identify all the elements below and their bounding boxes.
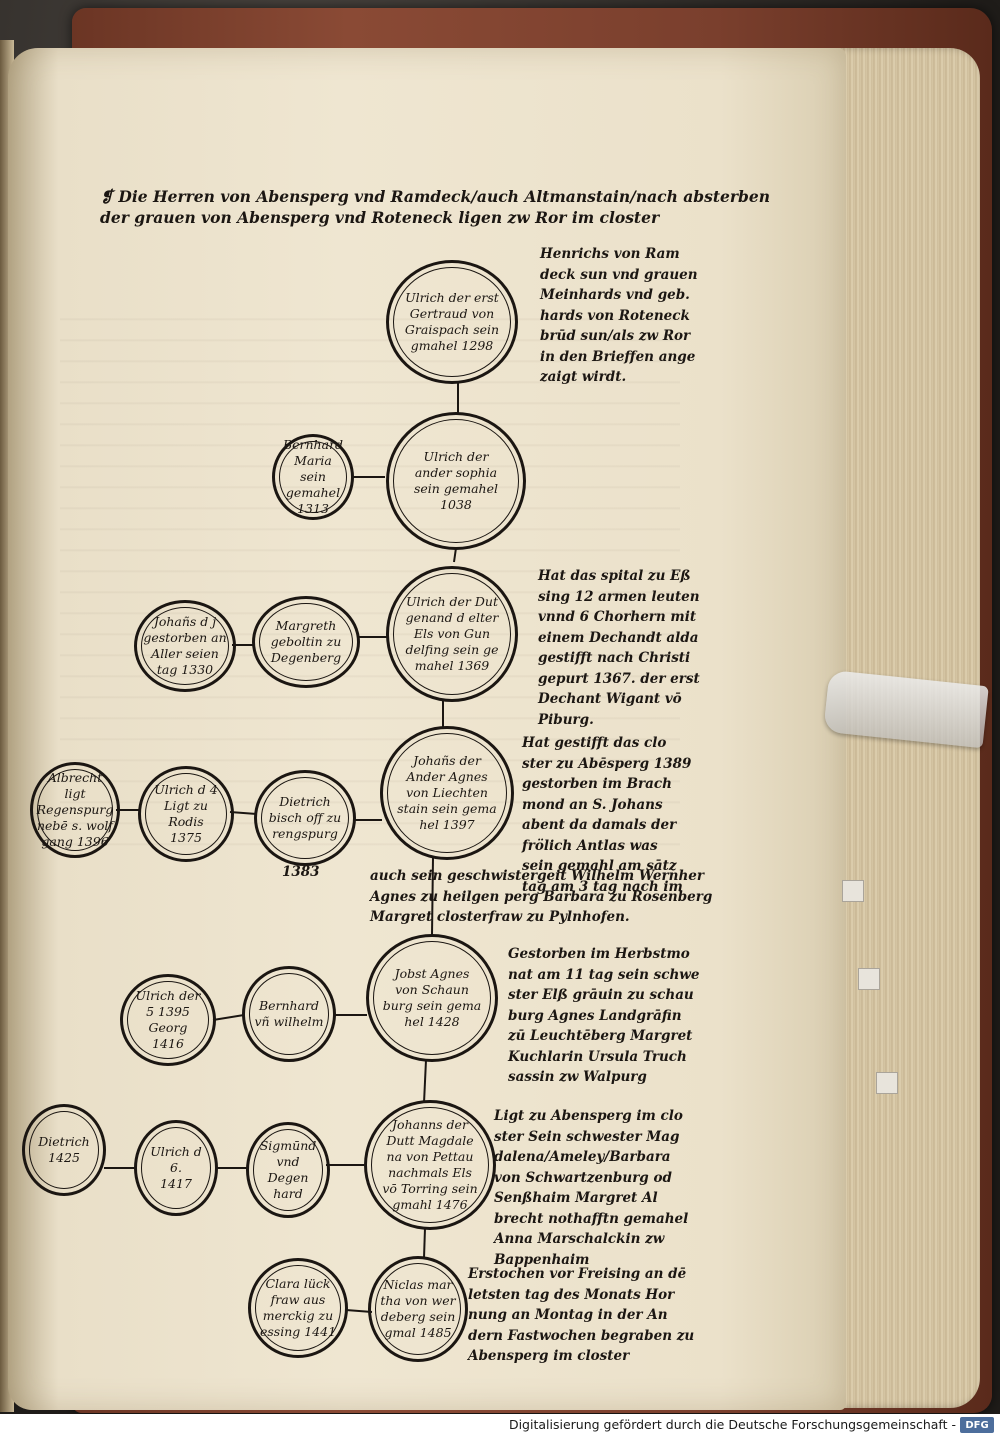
circle-text: Ulrich der erst Gertraud von Graispach s… — [404, 290, 500, 353]
circle-text: Bernhard Maria sein gemahel 1313 — [282, 437, 344, 516]
sibling-circle-ulrich-d-4: Ulrich d 4 Ligt zu Rodis 1375 — [138, 766, 234, 862]
note-spital-essing: Hat das spital zu Eß sing 12 armen leute… — [538, 568, 700, 728]
sibling-circle-dietrich-bischoff: Dietrich bisch off zu rengspurg — [254, 770, 356, 866]
circle-text: Sigmūnd vnd Degen hard — [259, 1138, 317, 1201]
page-tab-marker — [842, 880, 864, 902]
dfg-logo-icon: DFG — [960, 1417, 994, 1433]
ancestor-circle-jobst: Jobst Agnes von Schaun burg sein gema he… — [366, 934, 498, 1062]
circle-text: Ulrich der Dut genand d elter Els von Gu… — [405, 594, 499, 673]
circle-text: Margreth geboltin zu Degenberg — [270, 618, 342, 665]
heading-line-2: der grauen von Abensperg vnd Roteneck li… — [100, 208, 660, 227]
page-heading: ❡ Die Herren von Abensperg vnd Ramdeck/a… — [100, 186, 771, 228]
circle-text: Dietrich 1425 — [38, 1134, 90, 1165]
note-ligt-zu-abensperg: Ligt zu Abensperg im clo ster Sein schwe… — [494, 1108, 689, 1268]
page-tab-marker — [876, 1072, 898, 1094]
note-kloster-abensperg: Hat gestifft das clo ster zu Abēsperg 13… — [522, 735, 692, 895]
ancestor-circle-ulrich-der-erst: Ulrich der erst Gertraud von Graispach s… — [386, 260, 518, 384]
ancestor-circle-niclas: Niclas mar tha von wer deberg sein gmal … — [368, 1256, 468, 1362]
circle-text: Jobst Agnes von Schaun burg sein gema he… — [382, 966, 482, 1029]
circle-text: Bernhard vñ wilhelm — [254, 998, 324, 1029]
circle-text: Ulrich d 4 Ligt zu Rodis 1375 — [154, 782, 218, 845]
footer-bar — [0, 1414, 1000, 1437]
ancestor-circle-ulrich-der-dut: Ulrich der Dut genand d elter Els von Gu… — [386, 566, 518, 702]
ancestor-circle-ulrich-der-ander: Ulrich der ander sophia sein gemahel 103… — [386, 412, 526, 550]
circle-text: Dietrich bisch off zu rengspurg — [268, 794, 342, 841]
sibling-circle-albrecht: Albrecht ligt Regenspurg nebē s. wolf ga… — [30, 762, 120, 858]
show-through-text — [60, 300, 680, 860]
ancestor-circle-johans-der-ander: Johañs der Ander Agnes von Liechten stai… — [380, 726, 514, 860]
sibling-circle-clara: Clara lück fraw aus merckig zu essing 14… — [248, 1258, 348, 1358]
footer-credit: Digitalisierung gefördert durch die Deut… — [508, 1417, 956, 1432]
sibling-circle-margreth: Margreth geboltin zu Degenberg — [252, 596, 360, 688]
circle-text: Niclas mar tha von wer deberg sein gmal … — [380, 1277, 456, 1340]
page-tab-marker — [858, 968, 880, 990]
note-gestorben-herbstmonat: Gestorben im Herbstmo nat am 11 tag sein… — [508, 946, 700, 1085]
ancestor-circle-johanns-der-dutt: Johanns der Dutt Magdale na von Pettau n… — [364, 1100, 496, 1230]
sibling-circle-ulrich-d-6: Ulrich d 6. 1417 — [134, 1120, 218, 1216]
year-note-1383: 1383 — [282, 864, 320, 880]
heading-line-1: ❡ Die Herren von Abensperg vnd Ramdeck/a… — [100, 187, 771, 206]
sibling-circle-johans-d-j: Johañs d j gestorben an Aller seien tag … — [134, 600, 236, 692]
sibling-circle-ulrich-der-5: Ulrich der 5 1395 Georg 1416 — [120, 974, 216, 1066]
circle-text: Johañs der Ander Agnes von Liechten stai… — [397, 753, 497, 832]
sibling-circle-sigmund-degenhard: Sigmūnd vnd Degen hard — [246, 1122, 330, 1218]
circle-text: Ulrich der ander sophia sein gemahel 103… — [414, 449, 498, 512]
circle-text: Johanns der Dutt Magdale na von Pettau n… — [382, 1117, 478, 1212]
circle-text: Ulrich d 6. 1417 — [150, 1144, 202, 1191]
circle-text: Albrecht ligt Regenspurg nebē s. wolf ga… — [36, 770, 114, 849]
sibling-circle-dietrich-1425: Dietrich 1425 — [22, 1104, 106, 1196]
circle-text: Clara lück fraw aus merckig zu essing 14… — [259, 1276, 337, 1339]
note-erstochen-vor-freising: Erstochen vor Freising an dē letsten tag… — [468, 1266, 695, 1364]
circle-text: Ulrich der 5 1395 Georg 1416 — [135, 988, 201, 1051]
circle-text: Johañs d j gestorben an Aller seien tag … — [143, 614, 227, 677]
note-geschwister: auch sein geschwistergeit Wilhelm Wernhe… — [370, 868, 713, 925]
note-henrichs-von-ramdeck: Henrichs von Ram deck sun vnd grauen Mei… — [540, 246, 698, 385]
sibling-circle-bernhard: Bernhard Maria sein gemahel 1313 — [272, 434, 354, 520]
sibling-circle-bernhard-wilhelm: Bernhard vñ wilhelm — [242, 966, 336, 1062]
